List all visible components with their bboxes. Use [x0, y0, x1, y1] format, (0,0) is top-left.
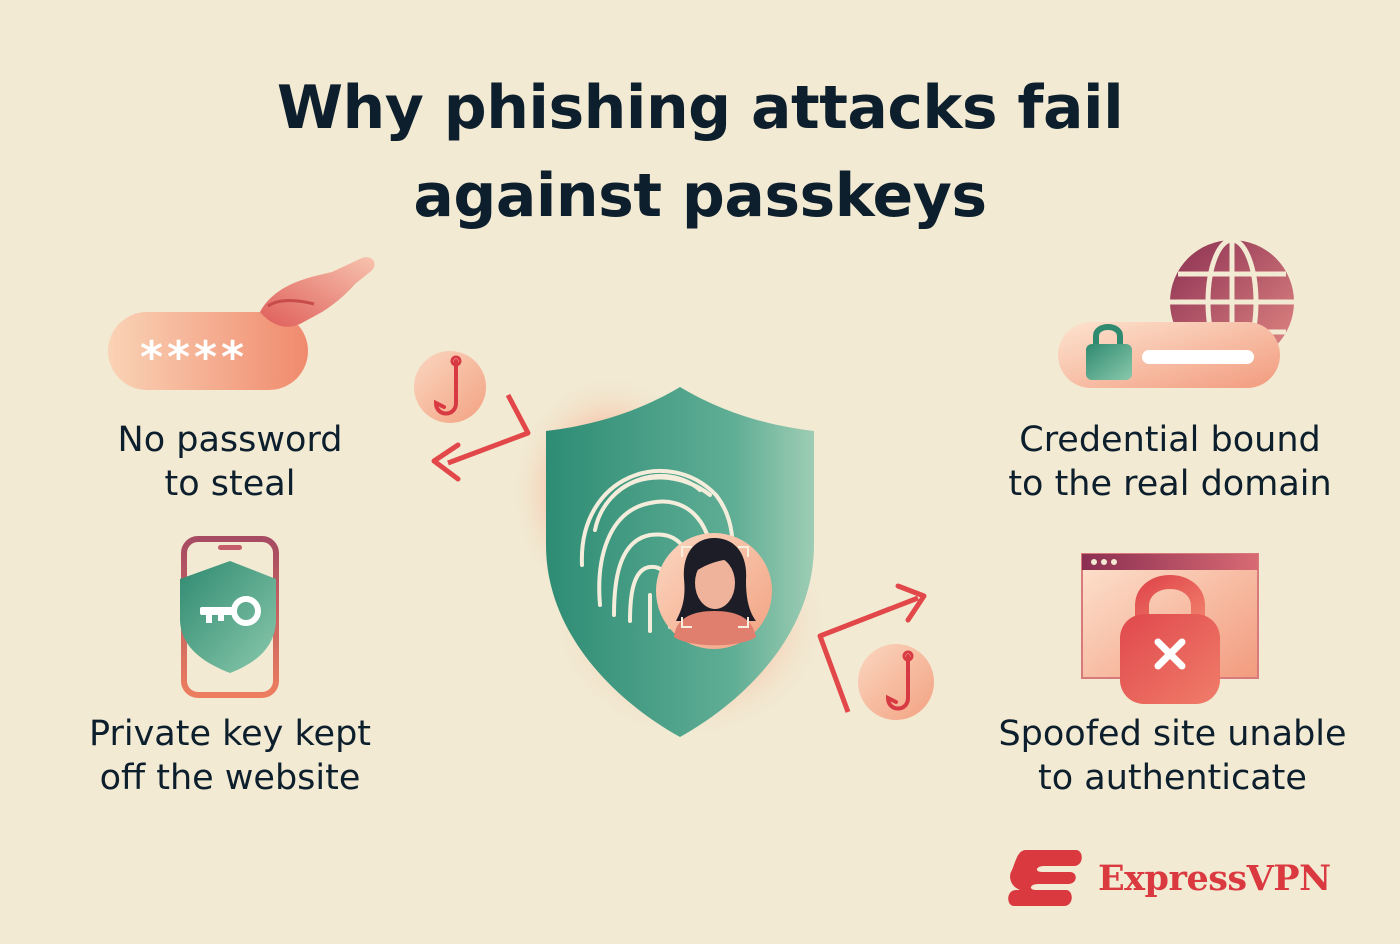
password-field-icon: ****: [108, 257, 375, 390]
password-mask-text: ****: [140, 332, 248, 383]
feature-spoofed-site: Spoofed site unable to authenticate: [998, 714, 1347, 798]
phishing-arrow-right: [817, 583, 934, 720]
expressvpn-logo-icon: [1008, 850, 1082, 906]
feature-no-password: No password to steal: [117, 420, 343, 504]
feature-credential-bound: Credential bound to the real domain: [1008, 420, 1332, 504]
brand-logo: ExpressVPN: [1004, 846, 1331, 910]
avatar: [674, 537, 756, 646]
page-title: Why phishing attacks fail against passke…: [276, 73, 1124, 231]
fishing-hook-icon: [858, 644, 934, 720]
brand-name: ExpressVPN: [1098, 857, 1331, 899]
phishing-arrow-left: [414, 351, 531, 482]
fishing-hook-icon: [414, 351, 486, 423]
feature-private-key: Private key kept off the website: [88, 714, 372, 798]
browser-locked-x-icon: [1081, 553, 1259, 704]
center-illustration: [510, 373, 830, 740]
globe-lock-icon: [1058, 237, 1294, 388]
phone-key-shield-icon: [180, 536, 279, 698]
